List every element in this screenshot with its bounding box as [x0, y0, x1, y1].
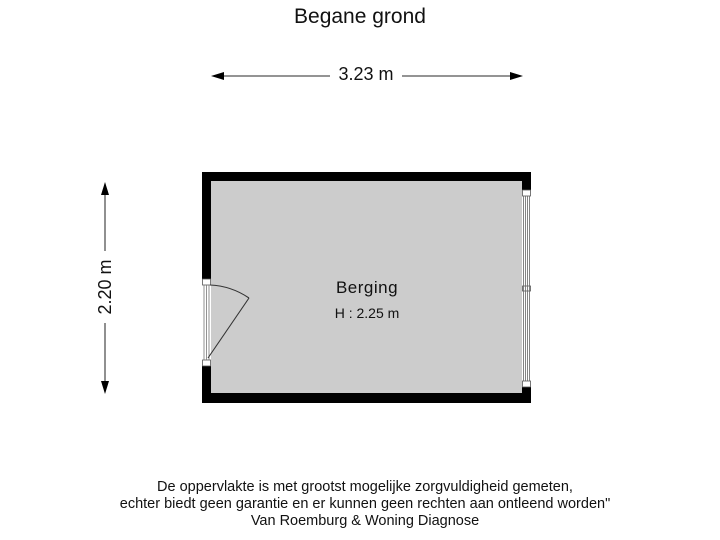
- room-floor: [211, 181, 522, 393]
- arrow-up-icon: [101, 182, 109, 195]
- floor-title: Begane grond: [294, 5, 426, 28]
- width-dimension-label: 3.23 m: [330, 64, 402, 85]
- disclaimer-line: De oppervlakte is met grootst mogelijke …: [157, 479, 573, 495]
- arrow-left-icon: [211, 72, 224, 80]
- arrow-right-icon: [510, 72, 523, 80]
- room-label: Berging: [335, 278, 399, 297]
- room-height-label: H : 2.25 m: [334, 305, 400, 321]
- door-left: [202, 278, 250, 367]
- disclaimer-line: echter biedt geen garantie en er kunnen …: [119, 496, 611, 512]
- arrow-down-icon: [101, 381, 109, 394]
- depth-dimension-label: 2.20 m: [95, 251, 116, 323]
- door-swing-arc: [209, 284, 250, 299]
- door-leaf: [207, 297, 250, 359]
- company-name: Van Roemburg & Woning Diagnose: [250, 513, 480, 529]
- disclaimer: De oppervlakte is met grootst mogelijke …: [0, 479, 720, 530]
- window-right: [522, 189, 531, 388]
